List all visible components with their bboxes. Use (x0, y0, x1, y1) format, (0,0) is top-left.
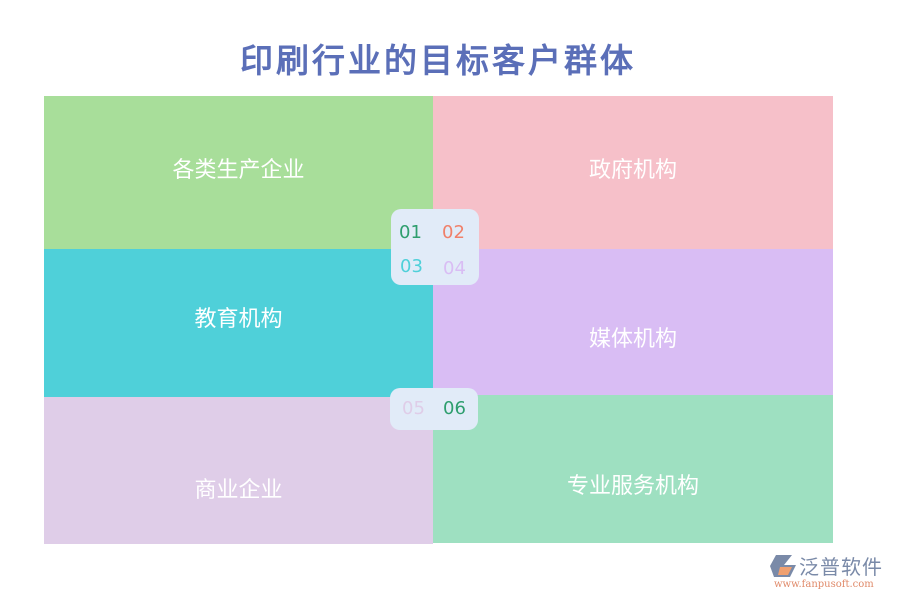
cell-label: 各类生产企业 (172, 157, 305, 183)
number-badge-top (391, 209, 479, 285)
number-03: 03 (400, 256, 423, 277)
number-05: 05 (402, 398, 425, 419)
number-badge-bottom (390, 388, 478, 430)
page-title: 印刷行业的目标客户群体 (240, 41, 636, 80)
cell-label: 政府机构 (588, 157, 677, 183)
cell-manufacturing: 各类生产企业 (44, 96, 433, 249)
number-06: 06 (443, 398, 466, 419)
cell-label: 专业服务机构 (566, 474, 699, 499)
number-02: 02 (442, 222, 465, 243)
number-04: 04 (443, 258, 466, 279)
logo-url: www.fanpusoft.com (774, 579, 874, 590)
logo-icon (770, 555, 796, 577)
cell-professional-services: 专业服务机构 (433, 395, 833, 543)
number-01: 01 (399, 222, 422, 243)
cell-education: 教育机构 (44, 249, 433, 397)
cell-government: 政府机构 (433, 96, 833, 249)
fanpu-logo: 泛普软件 www.fanpusoft.com (768, 551, 898, 596)
cell-media: 媒体机构 (433, 249, 833, 395)
cell-commercial: 商业企业 (44, 397, 433, 544)
cell-label: 商业企业 (194, 477, 283, 503)
logo-name: 泛普软件 (799, 555, 883, 579)
cell-label: 教育机构 (194, 307, 283, 332)
cell-label: 媒体机构 (588, 327, 677, 352)
